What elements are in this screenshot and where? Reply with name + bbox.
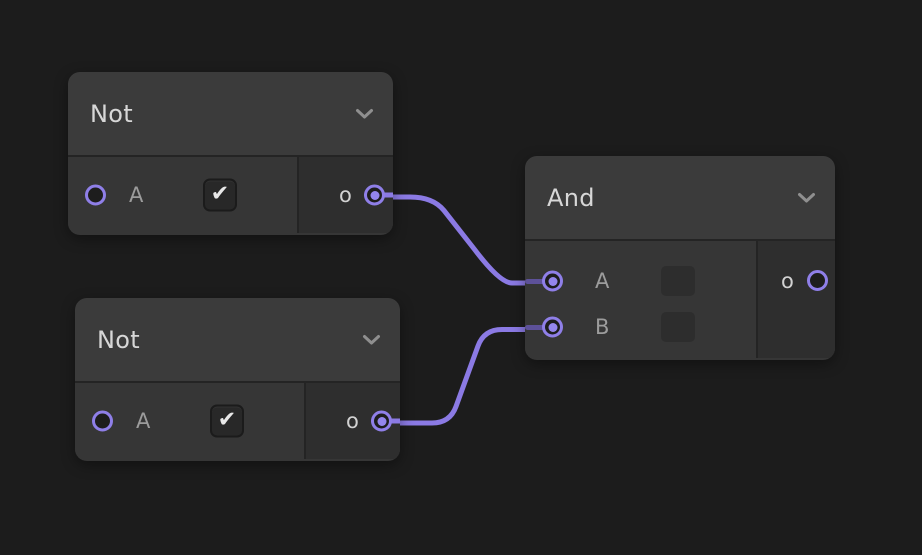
node-and-1-inputs: A B <box>525 241 756 358</box>
node-not-1-header[interactable]: Not <box>68 72 393 157</box>
input-port-b-icon[interactable] <box>542 316 563 338</box>
chevron-down-icon[interactable] <box>797 192 816 204</box>
wire-not2-to-and-input-b[interactable] <box>378 327 554 426</box>
input-a-checkbox[interactable] <box>660 265 696 297</box>
node-not-1-input-row: A ✔ <box>68 157 297 233</box>
input-label: A <box>129 183 144 207</box>
input-label: A <box>136 409 151 433</box>
node-title: And <box>547 183 595 212</box>
chevron-down-icon[interactable] <box>362 334 381 346</box>
checkmark-icon: ✔ <box>210 181 230 206</box>
output-port-o-icon[interactable] <box>807 270 828 291</box>
node-title: Not <box>90 99 133 128</box>
node-not-2[interactable]: Not A ✔ o <box>75 298 400 461</box>
node-not-2-header[interactable]: Not <box>75 298 400 383</box>
wire-not1-to-and-input-a[interactable] <box>372 194 554 286</box>
output-label: o <box>339 183 352 207</box>
input-row-a: A <box>525 262 756 300</box>
node-and-1-header[interactable]: And <box>525 156 835 241</box>
output-label: o <box>781 269 794 293</box>
input-port-a-icon[interactable] <box>542 270 563 292</box>
node-not-2-input-row: A ✔ <box>75 383 304 459</box>
chevron-down-icon[interactable] <box>355 108 374 120</box>
node-not-1-output-section: o <box>297 157 393 233</box>
input-row-b: B <box>525 308 756 346</box>
output-label: o <box>346 409 359 433</box>
node-not-2-output-section: o <box>304 383 400 459</box>
input-a-checkbox[interactable]: ✔ <box>210 404 244 438</box>
node-and-1-output-section: o <box>756 241 835 358</box>
node-and-1[interactable]: And A B o <box>525 156 835 360</box>
input-label: B <box>595 315 610 339</box>
input-label: A <box>595 269 610 293</box>
input-port-a-icon[interactable] <box>92 410 113 432</box>
node-not-1[interactable]: Not A ✔ o <box>68 72 393 235</box>
output-port-o-icon[interactable] <box>364 184 385 206</box>
input-port-a-icon[interactable] <box>85 184 106 206</box>
wire-stub <box>525 279 554 284</box>
input-b-checkbox[interactable] <box>660 311 696 343</box>
output-port-o-icon[interactable] <box>371 410 392 432</box>
input-a-checkbox[interactable]: ✔ <box>203 178 237 212</box>
checkmark-icon: ✔ <box>217 407 237 432</box>
wire-stub <box>525 325 554 330</box>
node-title: Not <box>97 325 140 354</box>
